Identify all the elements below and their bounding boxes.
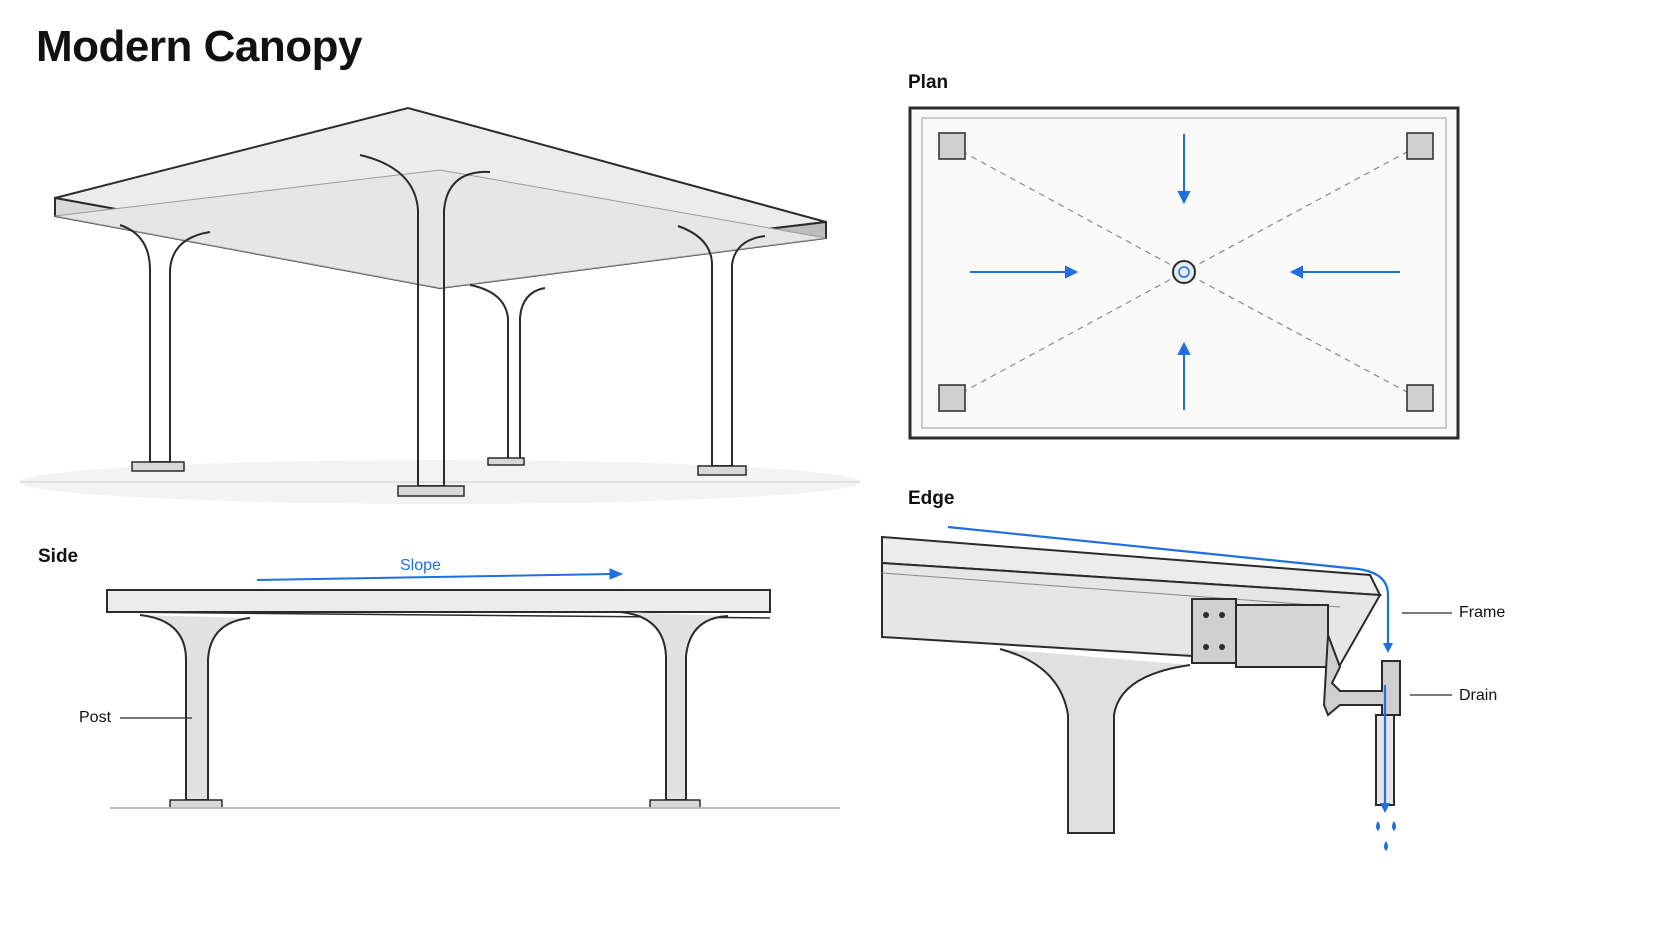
water-drop-icon: [1376, 821, 1396, 851]
post-front-right: [677, 225, 766, 476]
gutter: [1322, 634, 1401, 717]
flow-arrows: [970, 134, 1400, 410]
frame-label: Frame: [1459, 604, 1506, 621]
drain-label: Drain: [1459, 687, 1498, 704]
side-slab: [106, 589, 771, 613]
water-flow: [947, 525, 1390, 805]
side-post-left: [139, 614, 251, 809]
post-label: Post: [79, 709, 112, 726]
center-drain-icon: [1172, 260, 1196, 284]
plan-diagonals: [951, 145, 1419, 399]
edge-detail-view: [881, 525, 1452, 851]
side-label: Side: [38, 546, 79, 567]
plan-view: [908, 106, 1460, 440]
perspective-view: [20, 106, 860, 504]
post-front-center: [359, 154, 491, 497]
side-view: [106, 568, 840, 809]
edge-column: [999, 648, 1191, 834]
side-post-right: [619, 611, 729, 809]
page-title: Modern Canopy: [36, 22, 362, 71]
edge-label: Edge: [908, 488, 955, 509]
frame-box: [1191, 598, 1237, 664]
post-back-right: [469, 284, 546, 466]
roof-underside: [54, 169, 827, 289]
corner-plate: [938, 132, 1434, 412]
plan-label: Plan: [908, 72, 949, 93]
slope-arrow-icon: [256, 568, 624, 581]
slope-label: Slope: [400, 557, 441, 574]
post-front-left: [119, 224, 211, 472]
